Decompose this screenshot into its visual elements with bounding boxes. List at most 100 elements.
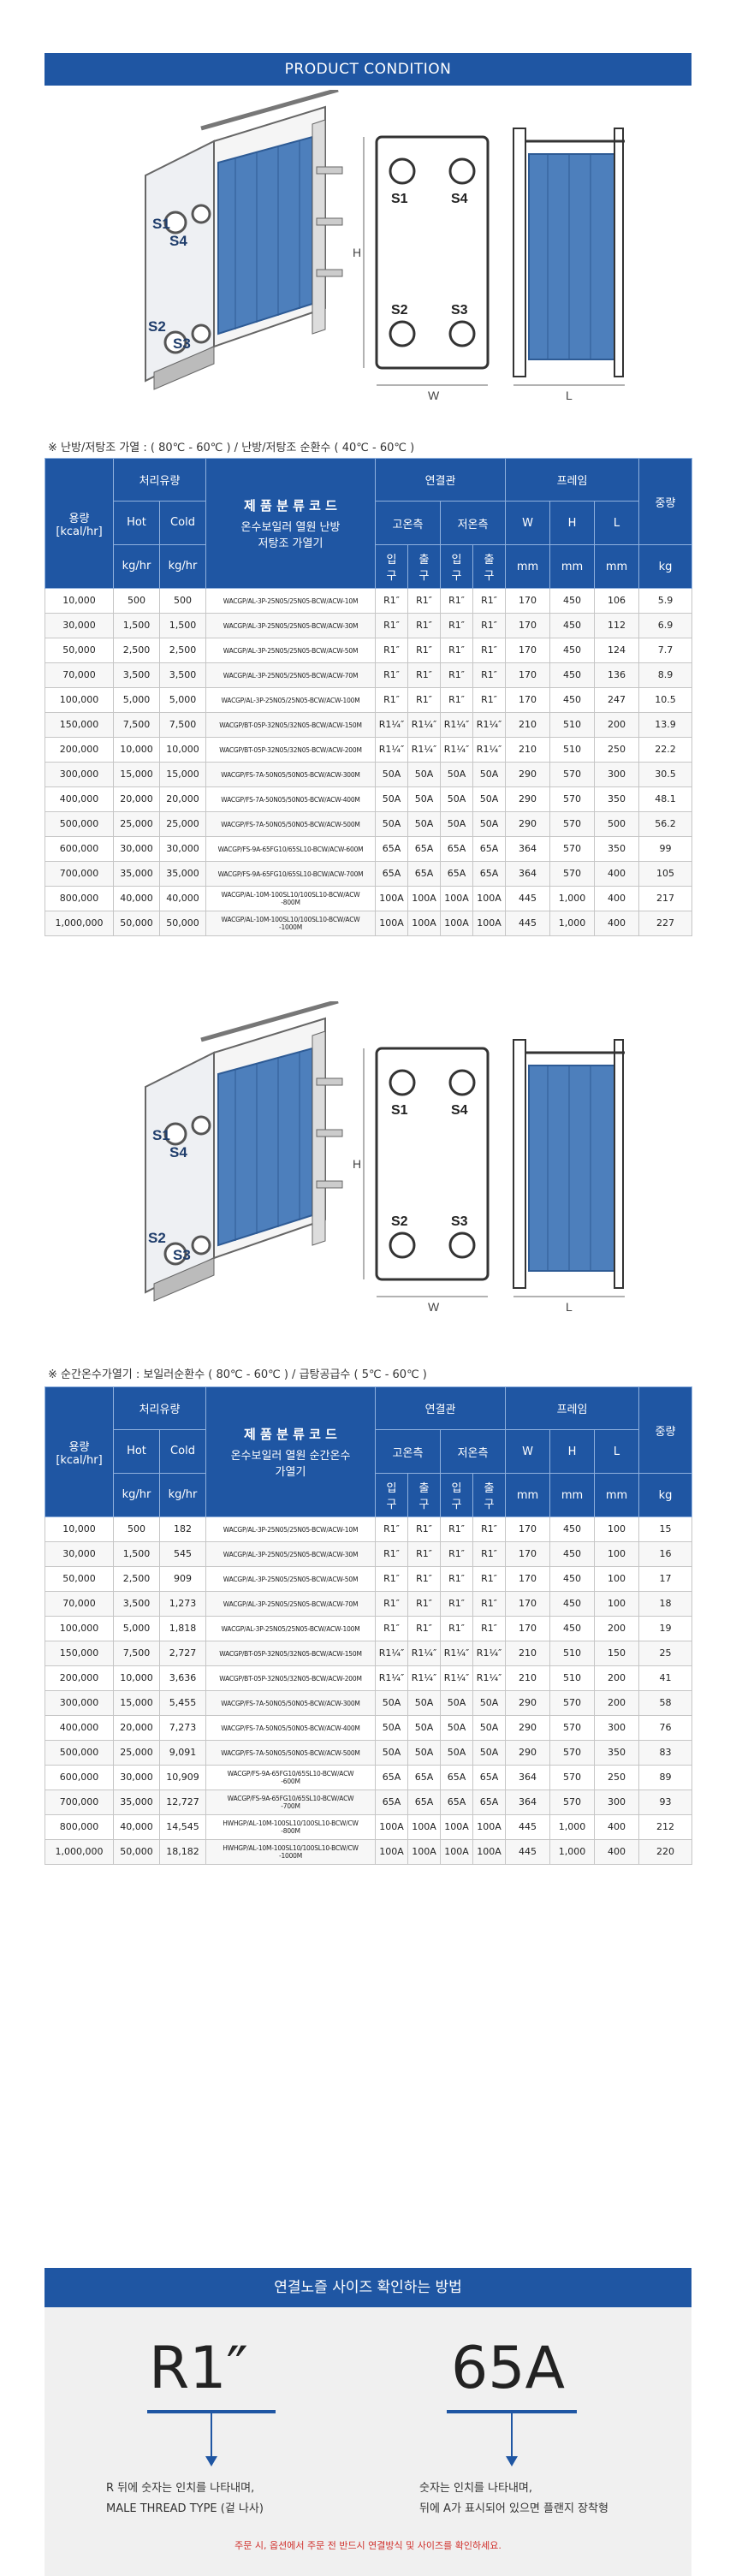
table-cell: 100A xyxy=(407,1814,441,1840)
table-cell: WACGP/AL-3P-25N05/25N05-BCW/ACW-70M xyxy=(205,1591,376,1617)
dimension-label-l: L xyxy=(566,389,573,402)
table-cell: 1,500 xyxy=(113,613,160,638)
col-h-unit: mm xyxy=(549,1473,596,1517)
diagram-label-s1: S1 xyxy=(152,1127,170,1143)
col-hot-unit: kg/hr xyxy=(122,1488,151,1501)
table-cell: 65A xyxy=(440,861,473,887)
table-cell: 1,818 xyxy=(159,1616,206,1641)
diagram-label-s2: S2 xyxy=(148,318,166,335)
table-cell: 93 xyxy=(638,1790,693,1815)
table-cell: 30,000 xyxy=(159,836,206,862)
table-cell: 445 xyxy=(505,911,551,936)
table1-condition: ※ 난방/저탕조 가열 : ( 80℃ - 60℃ ) / 난방/저탕조 순환수… xyxy=(48,442,415,454)
table-cell: 545 xyxy=(159,1541,206,1567)
table-cell: 170 xyxy=(505,1517,551,1542)
table-cell: 25,000 xyxy=(113,1740,160,1766)
table-cell: R1¼″ xyxy=(440,1641,473,1666)
table-cell: WACGP/AL-3P-25N05/25N05-BCW/ACW-30M xyxy=(205,1541,376,1567)
table-cell: 50A xyxy=(407,786,441,812)
table-cell: 250 xyxy=(594,737,640,763)
table-cell: 7,500 xyxy=(113,1641,160,1666)
diagram-label-s1: S1 xyxy=(152,216,170,232)
table-cell: R1″ xyxy=(407,1566,441,1592)
table-cell: 65A xyxy=(407,1765,441,1790)
table-cell: R1″ xyxy=(375,1541,408,1567)
table-cell: WACGP/AL-3P-25N05/25N05-BCW/ACW-100M xyxy=(205,687,376,713)
table-cell: 65A xyxy=(407,1790,441,1815)
table-cell: 445 xyxy=(505,1814,551,1840)
table-cell: 170 xyxy=(505,1616,551,1641)
table-cell: R1¼″ xyxy=(407,1641,441,1666)
table-cell: R1″ xyxy=(375,1566,408,1592)
table-cell: R1″ xyxy=(375,1616,408,1641)
table-cell: 510 xyxy=(549,737,596,763)
table-cell: R1″ xyxy=(407,1616,441,1641)
order-notice: 주문 시, 옵션에서 주문 전 반드시 연결방식 및 사이즈를 확인하세요. xyxy=(234,2540,502,2551)
table-cell: 50A xyxy=(472,811,507,837)
table-cell: R1″ xyxy=(407,638,441,663)
table-cell: R1″ xyxy=(375,588,408,614)
table-cell: R1¼″ xyxy=(375,1641,408,1666)
table-cell: R1¼″ xyxy=(472,1641,507,1666)
table-cell: 10.5 xyxy=(638,687,693,713)
table-cell: 100A xyxy=(440,886,473,911)
table-cell: 200 xyxy=(594,712,640,738)
table-cell: 100A xyxy=(472,1839,507,1865)
table-cell: 100 xyxy=(594,1541,640,1567)
table-cell: 800,000 xyxy=(45,886,114,911)
table-cell: 212 xyxy=(638,1814,693,1840)
table-cell: 100A xyxy=(472,911,507,936)
col-product-code-sub: 온수보일러 열원 난방 저탕조 가열기 xyxy=(240,521,341,550)
table-cell: 1,000,000 xyxy=(45,911,114,936)
col-h: H xyxy=(549,501,596,545)
table-cell: 48.1 xyxy=(638,786,693,812)
table-cell: 450 xyxy=(549,638,596,663)
table-cell: 22.2 xyxy=(638,737,693,763)
table-cell: 170 xyxy=(505,638,551,663)
table-cell: 7,273 xyxy=(159,1715,206,1741)
table-cell: 65A xyxy=(375,1765,408,1790)
diagram-label-s4: S4 xyxy=(169,233,187,249)
table-cell: 58 xyxy=(638,1690,693,1716)
table-cell: 105 xyxy=(638,861,693,887)
table-cell: 600,000 xyxy=(45,836,114,862)
table-cell: 170 xyxy=(505,1566,551,1592)
table-cell: 50A xyxy=(375,762,408,787)
table-cell: 50A xyxy=(440,1740,473,1766)
table-cell: 300,000 xyxy=(45,1690,114,1716)
table-cell: R1″ xyxy=(472,1517,507,1542)
table-cell: R1″ xyxy=(375,1591,408,1617)
table-cell: R1″ xyxy=(440,687,473,713)
table-cell: 100A xyxy=(407,911,441,936)
table-cell: 450 xyxy=(549,662,596,688)
table-cell: R1″ xyxy=(407,1541,441,1567)
table-cell: R1¼″ xyxy=(375,737,408,763)
drawing-label-s4: S4 xyxy=(451,192,468,206)
table-cell: 50,000 xyxy=(45,638,114,663)
table-cell: R1¼″ xyxy=(472,1665,507,1691)
table-cell: 65A xyxy=(472,836,507,862)
dimension-label-h: H xyxy=(353,246,361,259)
table-cell: 15,000 xyxy=(113,1690,160,1716)
table-cell: 20,000 xyxy=(159,786,206,812)
drawing-label-s3: S3 xyxy=(451,1214,468,1229)
table-cell: 65A xyxy=(407,836,441,862)
table-cell: R1″ xyxy=(472,687,507,713)
table-cell: 100A xyxy=(440,1814,473,1840)
table-cell: 100 xyxy=(594,1517,640,1542)
table-cell: R1″ xyxy=(407,613,441,638)
table-cell: 65A xyxy=(472,1790,507,1815)
table-cell: 40,000 xyxy=(113,1814,160,1840)
table-cell: 10,000 xyxy=(159,737,206,763)
